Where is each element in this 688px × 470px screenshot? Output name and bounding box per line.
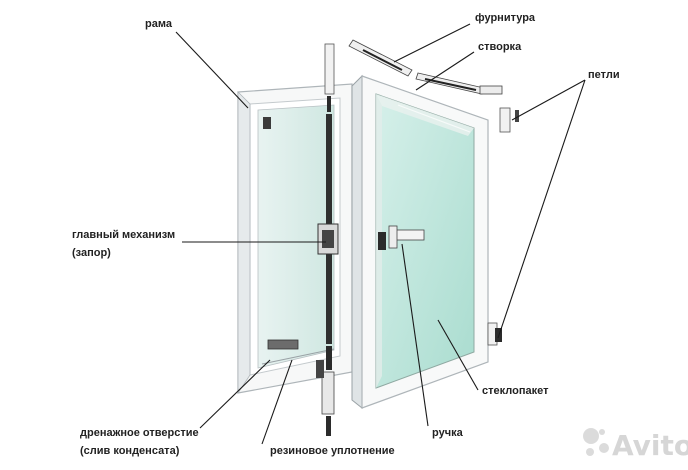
label-drain-sub: (слив конденсата) — [80, 445, 180, 457]
frame-keeper-top — [263, 117, 271, 129]
avito-dot-large — [583, 428, 599, 444]
leader-rubber-seal — [261, 359, 293, 445]
window-frame — [237, 83, 353, 395]
leader-lines — [175, 23, 586, 445]
leader-drain — [199, 359, 271, 429]
avito-dot-small — [586, 448, 594, 456]
watermark-text: Avito — [612, 429, 688, 462]
label-hardware: фурнитура — [475, 12, 536, 24]
label-drain: дренажное отверстие — [80, 427, 199, 439]
label-hinges: петли — [588, 69, 620, 81]
hinges — [487, 107, 519, 346]
leader-frame — [175, 31, 249, 109]
leader-handle — [401, 243, 429, 427]
label-frame: рама — [145, 18, 173, 30]
label-main-mechanism: главный механизм — [72, 229, 175, 241]
window-sash — [351, 74, 489, 410]
labels: рама фурнитура створка петли главный мех… — [72, 12, 620, 457]
leader-glass-unit — [437, 319, 479, 391]
label-main-mechanism-sub: (запор) — [72, 247, 111, 259]
leader-hinges-top — [511, 79, 586, 121]
hardware-locking-bar — [316, 43, 339, 436]
leader-hinges-bottom — [497, 79, 586, 339]
leader-sash — [415, 51, 475, 91]
label-rubber-seal: резиновое уплотнение — [270, 445, 395, 457]
drain-slot — [267, 339, 299, 350]
avito-watermark: Avito — [583, 428, 688, 462]
leader-hardware — [393, 23, 471, 63]
avito-dot-medium — [599, 443, 609, 453]
label-handle: ручка — [432, 427, 464, 439]
label-glass-unit: стеклопакет — [482, 385, 549, 397]
label-sash: створка — [478, 41, 522, 53]
avito-dot-tiny — [599, 429, 605, 435]
hinge-top — [499, 107, 511, 133]
